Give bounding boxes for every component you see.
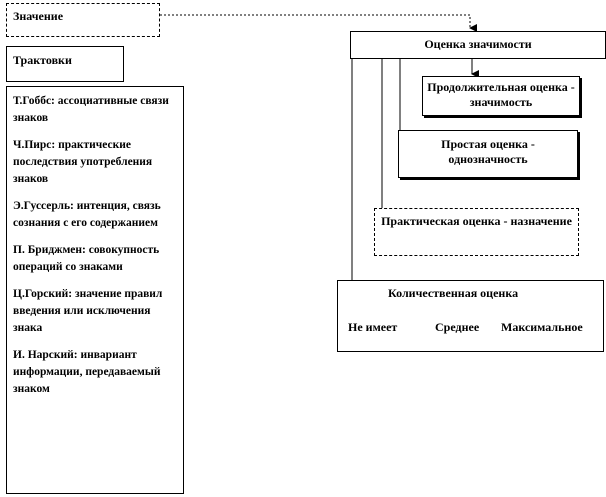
simple-evaluation-label: Простая оценка - однозначность — [441, 137, 535, 166]
extended-evaluation-box: Продолжительная оценка - значимость — [422, 76, 580, 116]
practical-evaluation-box: Практическая оценка - назначение — [374, 208, 579, 256]
extended-evaluation-label: Продолжительная оценка - значимость — [427, 80, 575, 109]
meaning-box: Значение — [6, 3, 160, 37]
interpretations-label: Трактовки — [13, 53, 72, 67]
scale-label-medium: Среднее — [435, 320, 480, 334]
meaning-label: Значение — [13, 9, 64, 23]
evaluation-label: Оценка значимости — [424, 37, 532, 51]
list-item: Т.Гоббс: ассоциативные связи знаков — [13, 95, 169, 124]
list-item: Ц.Горский: значение правил введения или … — [13, 288, 163, 334]
meaning-to-evaluation-line — [160, 14, 477, 32]
quantitative-title: Количественная оценка — [388, 286, 519, 300]
list-item: И. Нарский: инвариант информации, переда… — [13, 349, 161, 395]
interpretations-box: Трактовки — [6, 46, 124, 82]
evaluation-box: Оценка значимости — [350, 31, 606, 59]
simple-evaluation-box: Простая оценка - однозначность — [398, 130, 578, 178]
scale-label-none: Не имеет — [348, 320, 398, 334]
practical-evaluation-label: Практическая оценка - назначение — [381, 214, 572, 228]
list-item: П. Бриджмен: совокупность операций со зн… — [13, 244, 160, 273]
quantitative-evaluation-box: Количественная оценка Не имеет Среднее М… — [337, 280, 604, 352]
scale-label-max: Максимальное — [501, 320, 583, 334]
list-item: Ч.Пирс: практические последствия употреб… — [13, 139, 153, 185]
list-item: Э.Гуссерль: интенция, связь сознания с е… — [13, 200, 161, 229]
interpretations-list: Т.Гоббс: ассоциативные связи знаков Ч.Пи… — [6, 86, 184, 494]
